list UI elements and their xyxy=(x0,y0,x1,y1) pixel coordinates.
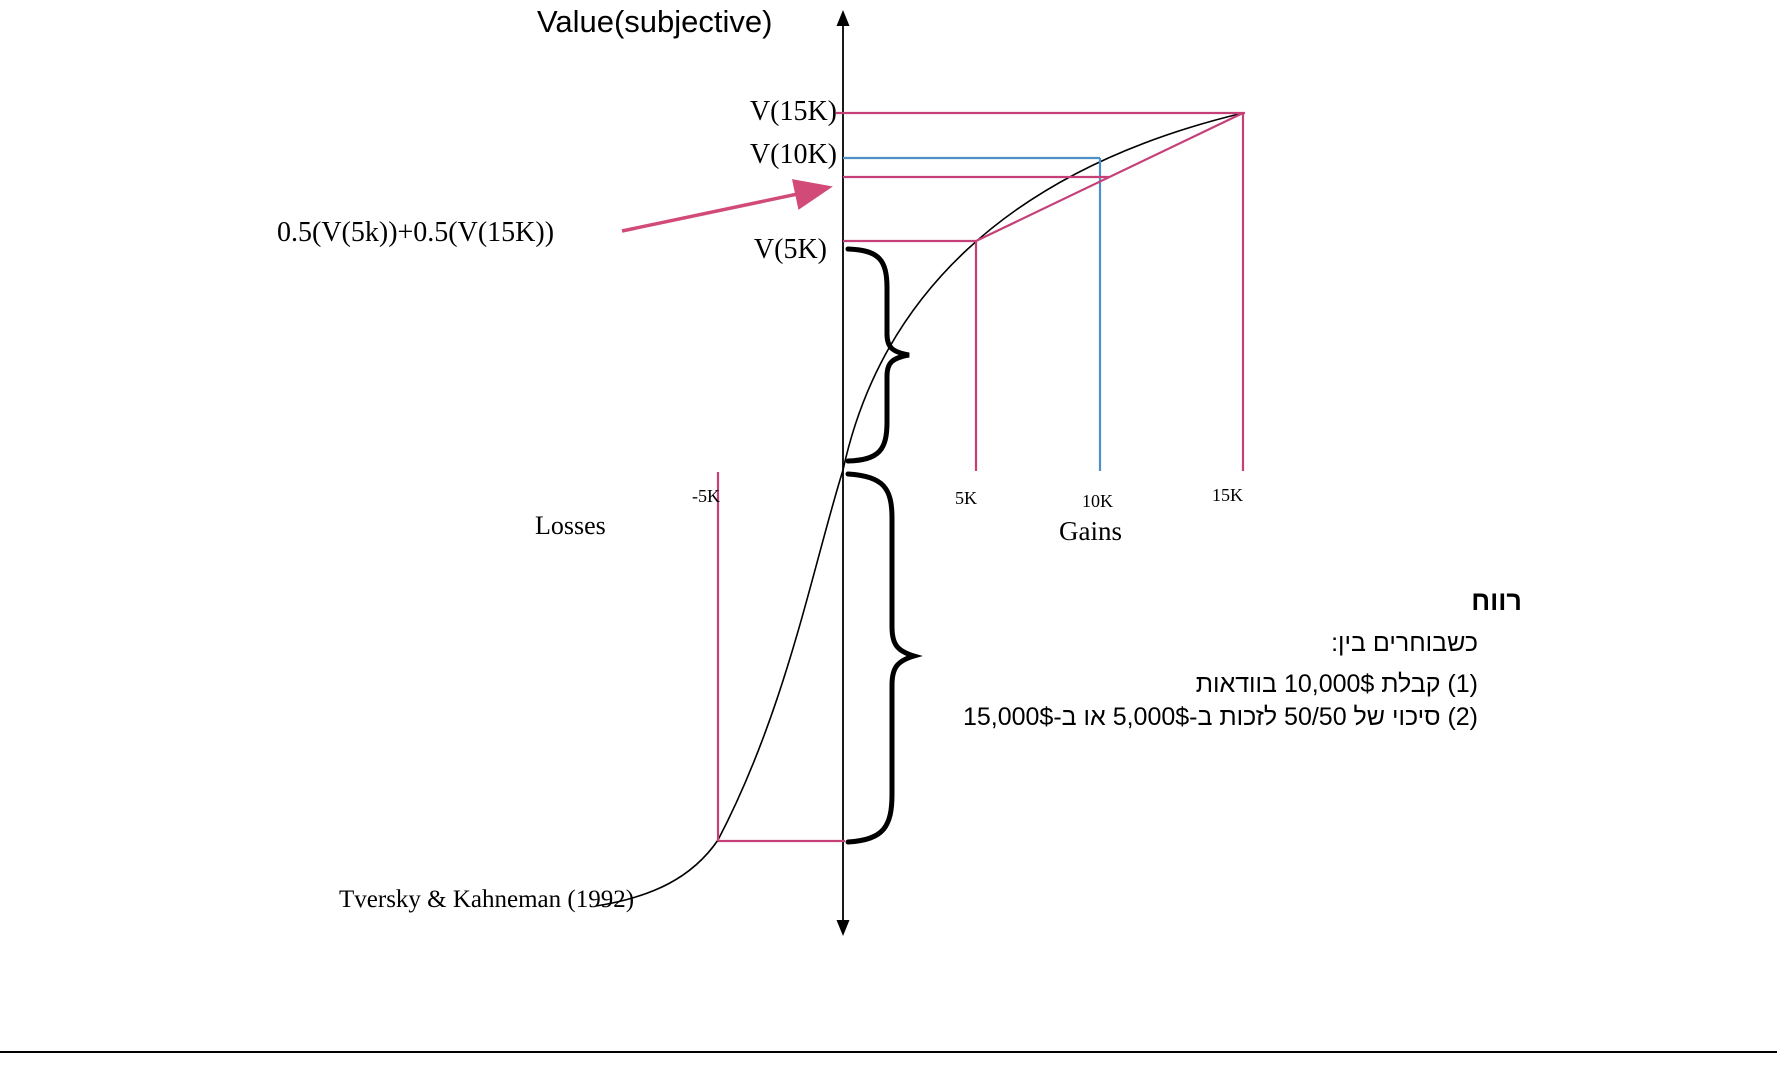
loss-value-brace xyxy=(845,471,923,845)
hebrew-line-choose-between: כשבוחרים בין: xyxy=(1331,629,1478,657)
source-citation: Tversky & Kahneman (1992) xyxy=(339,886,635,913)
losses-axis-label: Losses xyxy=(535,511,606,540)
expected-value-label: 0.5(V(5k))+0.5(V(15K)) xyxy=(277,217,555,248)
hebrew-line-option2: (2) סיכוי של 50/50 לזכות ב-5,000$ או ב-1… xyxy=(962,703,1478,731)
expected-value-arrow xyxy=(621,179,833,233)
v10k-label: V(10K) xyxy=(749,139,837,170)
slide-bottom-border xyxy=(0,1051,1777,1053)
value-curve-gains xyxy=(842,112,1244,471)
chart-title: Value(subjective) xyxy=(537,4,773,39)
tick-5k: 5K xyxy=(955,488,977,508)
v15k-label: V(15K) xyxy=(749,96,837,127)
axis-arrowhead-bottom xyxy=(836,920,850,936)
tick-10k: 10K xyxy=(1082,491,1113,511)
hebrew-heading: רווח xyxy=(1471,586,1522,616)
gamble-chord-line xyxy=(975,112,1244,242)
gain-value-brace xyxy=(845,246,910,464)
v5k-label: V(5K) xyxy=(753,234,827,265)
axis-arrowhead-top xyxy=(836,10,850,26)
value-curve-losses xyxy=(595,469,844,907)
tick-neg-5k: -5K xyxy=(692,486,720,506)
tick-15k: 15K xyxy=(1212,485,1243,505)
gains-axis-label: Gains xyxy=(1059,516,1122,546)
hebrew-line-option1: (1) קבלת 10,000$ בוודאות xyxy=(1195,670,1478,698)
